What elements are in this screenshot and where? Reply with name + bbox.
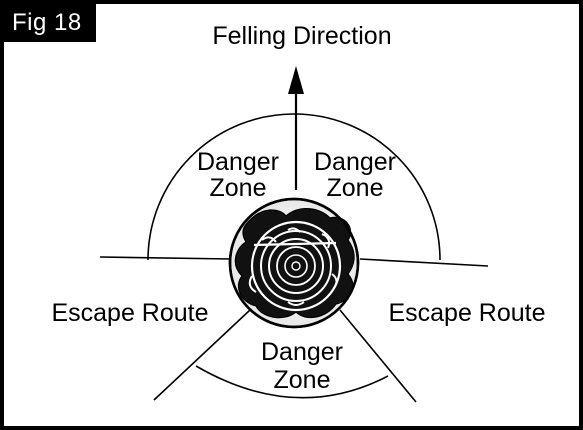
upper-left-danger-label: Danger bbox=[197, 148, 279, 176]
felling-direction-label: Felling Direction bbox=[212, 22, 391, 50]
right-horizon-line bbox=[360, 259, 488, 266]
lower-zone-label: Zone bbox=[274, 366, 331, 394]
felling-arrow-head bbox=[288, 66, 304, 94]
left-horizon-line bbox=[100, 257, 232, 259]
upper-right-zone-label: Zone bbox=[327, 174, 384, 202]
escape-route-right-label: Escape Route bbox=[388, 299, 545, 327]
upper-right-danger-label: Danger bbox=[314, 148, 396, 176]
escape-route-left-label: Escape Route bbox=[51, 299, 208, 327]
upper-left-zone-label: Zone bbox=[210, 174, 267, 202]
felling-diagram: Felling Direction Danger Zone Danger Zon… bbox=[4, 4, 579, 426]
tree-stump bbox=[230, 199, 358, 327]
lower-danger-label: Danger bbox=[261, 338, 343, 366]
